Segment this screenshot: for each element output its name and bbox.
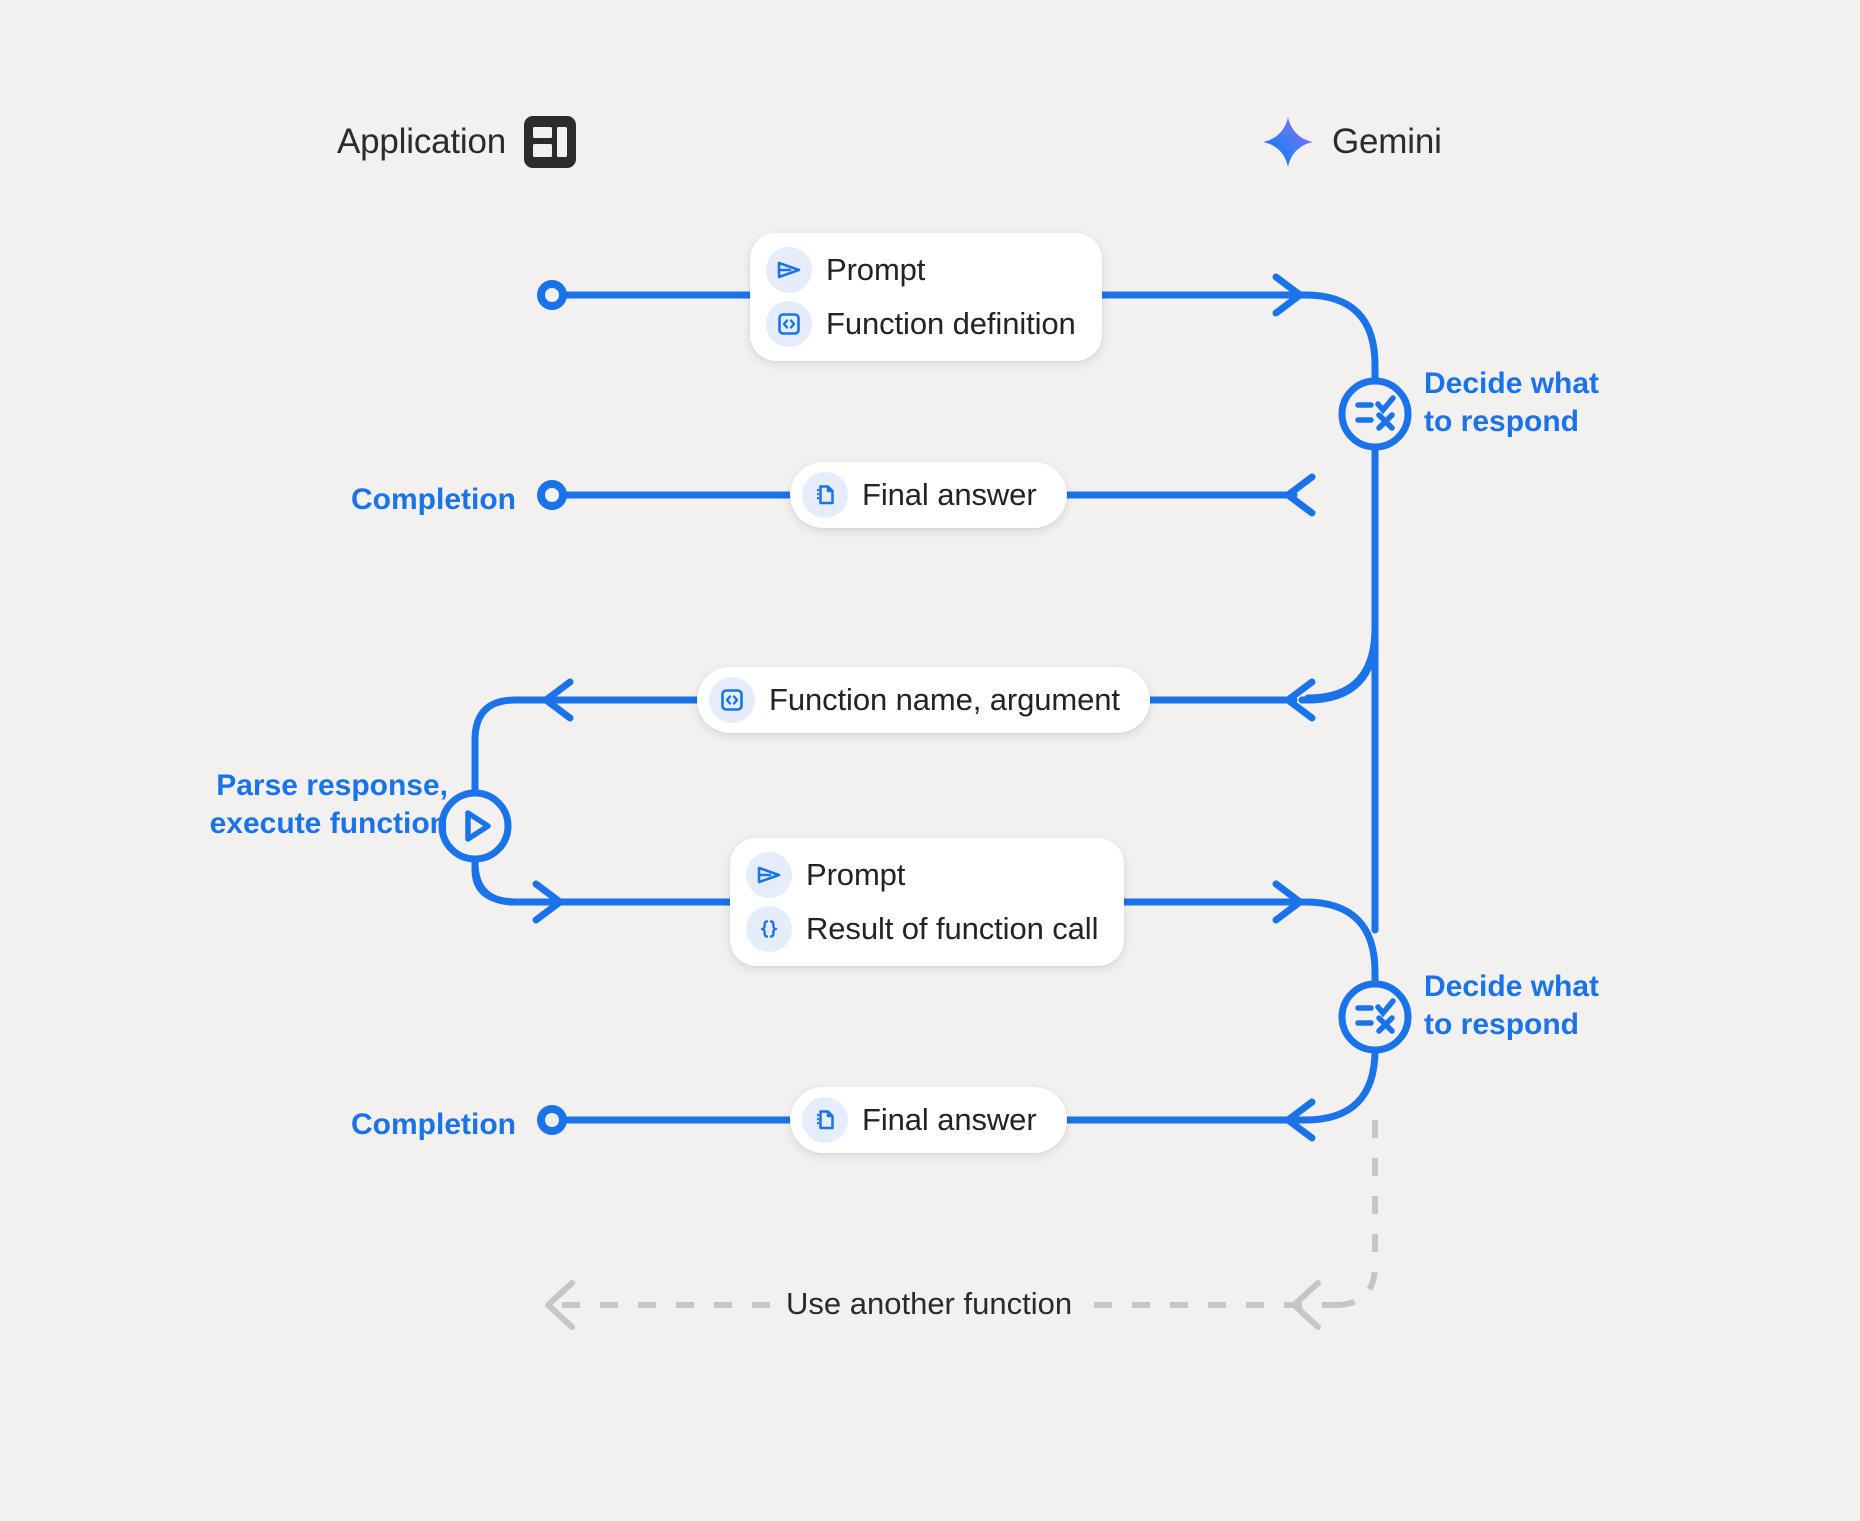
message-item-label: Prompt xyxy=(806,857,906,892)
code-brackets-box-icon xyxy=(766,301,812,347)
completion-marker-circle-2 xyxy=(537,1105,567,1135)
message-card-prompt-function-definition[interactable]: Prompt Function definition xyxy=(750,233,1102,361)
app-window-icon xyxy=(524,116,577,168)
lane-label-gemini: Gemini xyxy=(1332,122,1442,161)
gemini-sparkle-icon xyxy=(1262,116,1314,168)
message-card-prompt-result-of-function-call[interactable]: Prompt Result of function call xyxy=(730,838,1125,966)
lane-header-application: Application xyxy=(337,116,577,168)
completion-label-1: Completion xyxy=(351,483,516,516)
arrowhead-prompt2-at-app xyxy=(532,880,564,924)
message-item-label: Prompt xyxy=(826,252,926,287)
message-card-final-answer-2[interactable]: Final answer xyxy=(790,1087,1067,1153)
message-item-label: Final answer xyxy=(862,1102,1037,1137)
message-item-final-answer: Final answer xyxy=(802,472,1037,518)
message-card-final-answer-1[interactable]: Final answer xyxy=(790,462,1067,528)
start-marker-circle xyxy=(537,280,567,310)
lane-header-gemini: Gemini xyxy=(1262,116,1442,168)
decide-node-1 xyxy=(1338,377,1412,451)
loop-dashed-vertical xyxy=(1334,1120,1378,1308)
loop-label-use-another-function: Use another function xyxy=(770,1286,1089,1322)
arrowhead-function-name-gemini xyxy=(1284,678,1316,722)
document-icon xyxy=(802,472,848,518)
completion-label-2: Completion xyxy=(351,1108,516,1141)
message-item-label: Final answer xyxy=(862,477,1037,512)
wire-prompt2-to-gemini xyxy=(506,898,1379,1004)
wire-prompt-to-gemini xyxy=(548,291,1379,402)
arrowhead-prompt1-at-gemini xyxy=(1272,273,1304,317)
wire-gemini-trunk-down xyxy=(1303,426,1379,704)
arrowhead-final-answer-1 xyxy=(1284,473,1316,517)
parse-execute-node xyxy=(438,789,512,863)
document-icon xyxy=(802,1097,848,1143)
wire-decide2-to-final2 xyxy=(548,1029,1379,1124)
loop-arrowhead-left xyxy=(545,1280,575,1330)
activity-label-decide-2: Decide what to respond xyxy=(1424,970,1600,1042)
completion-marker-circle-1 xyxy=(537,480,567,510)
loop-arrowhead-mid xyxy=(1291,1280,1321,1330)
send-triangle-icon xyxy=(746,852,792,898)
wire-gemini-trunk-to-funcname xyxy=(1304,556,1379,702)
activity-label-decide-1: Decide what to respond xyxy=(1424,367,1600,439)
message-item-label: Function name, argument xyxy=(769,682,1120,717)
message-item-prompt: Prompt xyxy=(746,852,1098,898)
message-item-result-of-function-call: Result of function call xyxy=(746,906,1098,952)
message-item-function-name-argument: Function name, argument xyxy=(709,677,1120,723)
send-triangle-icon xyxy=(766,247,812,293)
arrowhead-funcname-at-app xyxy=(542,678,574,722)
wire-funcname-into-parse xyxy=(471,696,562,794)
message-item-final-answer: Final answer xyxy=(802,1097,1037,1143)
lane-label-application: Application xyxy=(337,122,507,161)
arrowhead-final-answer-2 xyxy=(1284,1098,1316,1142)
message-item-prompt: Prompt xyxy=(766,247,1076,293)
arrowhead-prompt2-at-gemini xyxy=(1272,880,1304,924)
message-card-function-name-argument[interactable]: Function name, argument xyxy=(697,667,1150,733)
wire-decide1-to-final-answer xyxy=(1298,426,1379,704)
message-item-function-definition: Function definition xyxy=(766,301,1076,347)
code-brackets-box-icon xyxy=(709,677,755,723)
message-item-label: Function definition xyxy=(826,306,1076,341)
decide-node-2 xyxy=(1338,980,1412,1054)
curly-braces-icon xyxy=(746,906,792,952)
activity-label-parse-execute: Parse response, execute function xyxy=(209,769,448,841)
message-item-label: Result of function call xyxy=(806,911,1099,946)
